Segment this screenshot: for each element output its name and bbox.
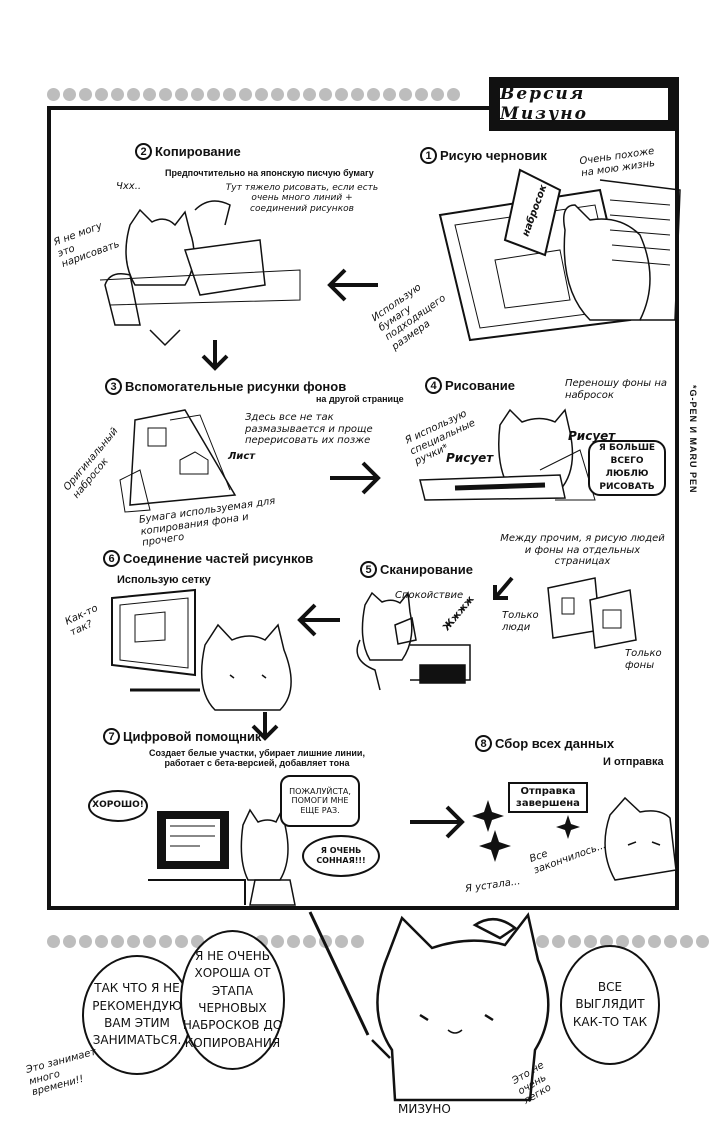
step-4-title: 4 Рисование (425, 377, 515, 394)
cat-step5 (356, 591, 471, 691)
step-3-number: 3 (105, 378, 122, 395)
bubble-not-recommend: ТАК ЧТО Я НЕ РЕКОМЕНДУЮ ВАМ ЭТИМ ЗАНИМАТ… (82, 955, 192, 1075)
step-2-title: 2 Копирование (135, 143, 241, 160)
step-8-title: 8 Сбор всех данных (475, 735, 614, 752)
monitor-step6 (111, 588, 200, 692)
cat-step7 (240, 807, 296, 906)
cat-step6 (200, 623, 292, 711)
sent-dialog: Отправка завершена (508, 782, 588, 813)
step-6-number: 6 (103, 550, 120, 567)
step-5-number: 5 (360, 561, 377, 578)
note-only-bg: Только фоны (625, 648, 662, 671)
cat-step2 (99, 200, 301, 347)
step-1-number: 1 (420, 147, 437, 164)
step-3-title: 3 Вспомогательные рисунки фонов (105, 378, 346, 395)
step-7-label: Цифровой помощник (123, 729, 262, 744)
note-only-people: Только люди (502, 610, 539, 633)
arrow-right-1 (330, 461, 381, 495)
step-7-number: 7 (103, 728, 120, 745)
separate-pages (547, 577, 637, 649)
cat-mizuno (371, 912, 550, 1102)
bubble-ok: ХОРОШО! (88, 790, 148, 822)
note-calm: Спокойствие (395, 590, 464, 601)
step-3-subtitle: на другой странице (316, 394, 404, 404)
arrow-down-2 (251, 712, 279, 741)
step-8-number: 8 (475, 735, 492, 752)
sfx-draws-1: Рисует (446, 451, 494, 465)
arrow-left-1 (327, 268, 378, 302)
sparkles (472, 800, 580, 862)
step-8-subtitle: И отправка (603, 756, 664, 768)
step-2-subtitle: Предпочтительно на японскую писчую бумаг… (165, 168, 374, 178)
bubble-please-help: ПОЖАЛУЙСТА, ПОМОГИ МНЕ ЕЩЕ РАЗ. (280, 775, 360, 827)
step-1-title: 1 Рисую черновик (420, 147, 547, 164)
bubble-not-good: Я НЕ ОЧЕНЬ ХОРОША ОТ ЭТАПА ЧЕРНОВЫХ НАБР… (180, 930, 285, 1070)
side-credit: *G-PEN И MARU PEN (688, 385, 698, 494)
cat-step1 (563, 179, 681, 321)
cat-step4 (419, 408, 596, 501)
pointer-stick (308, 911, 370, 1036)
arrow-down-left (493, 576, 514, 600)
step-3-label: Вспомогательные рисунки фонов (125, 379, 347, 394)
step-6-title: 6 Соединение частей рисунков (103, 550, 313, 567)
sfx-draws-2: Рисует (568, 429, 616, 443)
note-sheet: Лист (228, 451, 256, 462)
page-title: Версия Мизуно (498, 84, 670, 124)
arrow-left-2 (297, 603, 340, 637)
step-2-label: Копирование (155, 144, 241, 159)
author-name: МИЗУНО (398, 1102, 451, 1116)
arrow-down-1 (201, 340, 229, 371)
step-5-title: 5 Сканирование (360, 561, 473, 578)
step-5-label: Сканирование (380, 562, 473, 577)
bubble-looks-like-this: ВСЕ ВЫГЛЯДИТ КАК-ТО ТАК (560, 945, 660, 1065)
step-7-title: 7 Цифровой помощник (103, 728, 261, 745)
note-separate-pages: Между прочим, я рисую людей и фоны на от… (500, 533, 665, 567)
step-8-label: Сбор всех данных (495, 736, 615, 751)
step-4-label: Рисование (445, 378, 515, 393)
dot-border-top (47, 88, 460, 102)
sketch-papers (119, 409, 237, 513)
step-4-number: 4 (425, 377, 442, 394)
step-2-number: 2 (135, 143, 152, 160)
note-ugh: Чхх.. (116, 181, 142, 192)
note-transfer-bg: Переношу фоны на набросок (565, 378, 668, 401)
cat-step8 (604, 796, 677, 881)
title-box: Версия Мизуно (489, 77, 679, 131)
step-6-subtitle: Использую сетку (117, 574, 211, 586)
step-6-label: Соединение частей рисунков (123, 551, 314, 566)
bubble-love-drawing: Я БОЛЬШЕ ВСЕГО ЛЮБЛЮ РИСОВАТЬ (588, 440, 666, 496)
bubble-sleepy: Я ОЧЕНЬ СОННАЯ!!! (302, 835, 380, 877)
note-hard-to-draw: Тут тяжело рисовать, если есть очень мно… (225, 183, 379, 214)
step-7-subtitle: Создает белые участки, убирает лишние ли… (149, 748, 365, 769)
arrow-right-2 (410, 805, 465, 839)
computer-step7 (148, 811, 246, 905)
note-blurry: Здесь все не так размазывается и проще п… (245, 412, 373, 446)
step-1-label: Рисую черновик (440, 148, 547, 163)
